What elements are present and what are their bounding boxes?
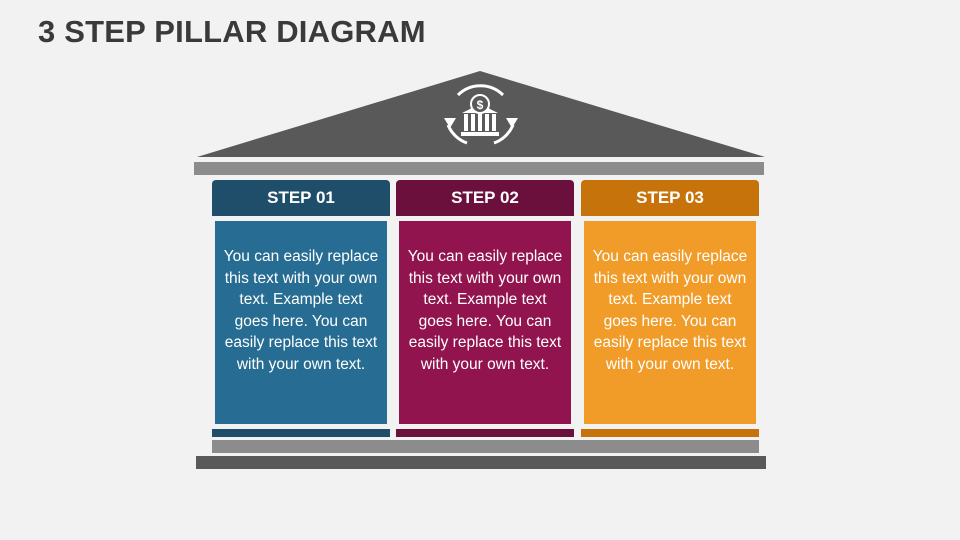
step-2-base <box>396 429 574 437</box>
step-3-base <box>581 429 759 437</box>
step-1-label: STEP 01 <box>267 188 335 207</box>
base-step-upper <box>212 440 759 453</box>
page-title: 3 STEP PILLAR DIAGRAM <box>38 14 426 49</box>
step-2-pillar: You can easily replace this text with yo… <box>399 221 571 424</box>
svg-text:$: $ <box>477 98 484 112</box>
step-1-pillar: You can easily replace this text with yo… <box>215 221 387 424</box>
step-3-header: STEP 03 <box>581 180 759 216</box>
step-2-header: STEP 02 <box>396 180 574 216</box>
step-1-base <box>212 429 390 437</box>
step-1-header: STEP 01 <box>212 180 390 216</box>
step-3-text: You can easily replace this text with yo… <box>592 248 748 373</box>
base-step-lower <box>196 456 766 469</box>
step-3-pillar: You can easily replace this text with yo… <box>584 221 756 424</box>
bank-dollar-cycle-icon: $ <box>444 84 518 145</box>
step-2-label: STEP 02 <box>451 188 519 207</box>
step-3-label: STEP 03 <box>636 188 704 207</box>
top-beam <box>194 162 764 175</box>
step-1-text: You can easily replace this text with yo… <box>223 248 379 373</box>
step-2-text: You can easily replace this text with yo… <box>407 248 563 373</box>
